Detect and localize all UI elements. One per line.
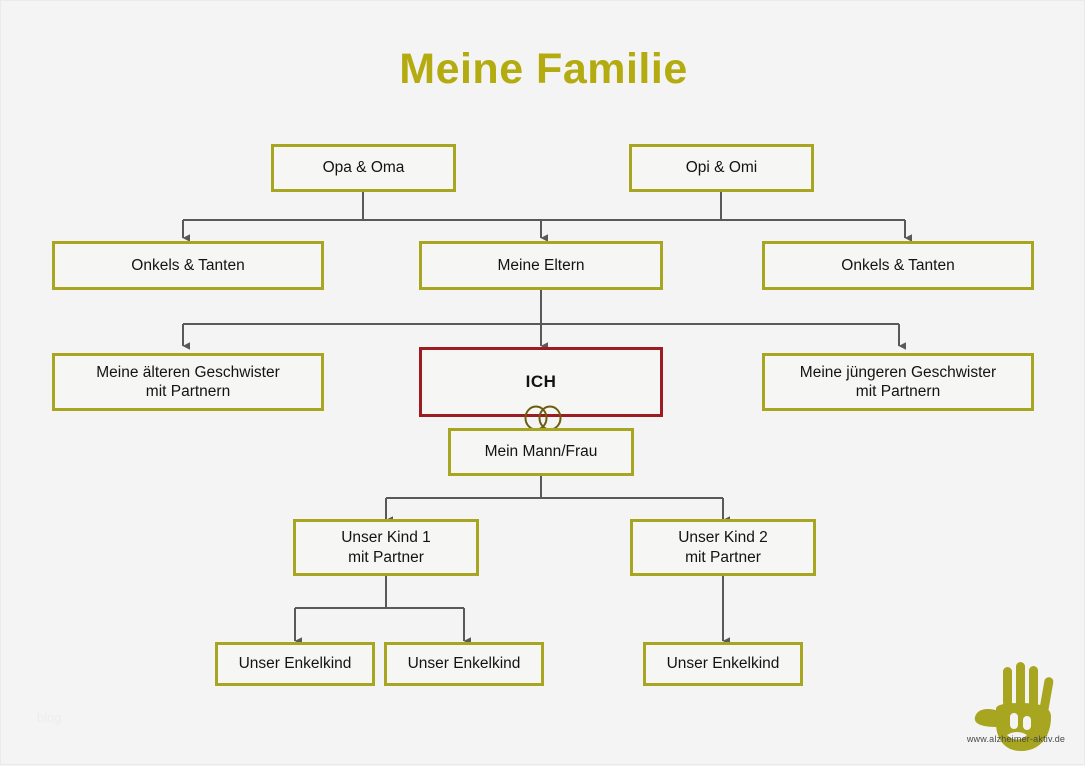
node-label: Unser Kind 1 mit Partner <box>335 528 437 567</box>
node-label: ICH <box>525 372 557 392</box>
node-label-line2: mit Partnern <box>855 383 941 400</box>
node-label-line2: mit Partner <box>348 548 424 566</box>
node-label-line1: Unser Kind 1 <box>341 529 431 547</box>
node-label: Onkels & Tanten <box>131 256 245 274</box>
node-uncles-aunts-left[interactable]: Onkels & Tanten <box>52 241 324 290</box>
node-me[interactable]: ICH <box>419 347 663 417</box>
node-child-1[interactable]: Unser Kind 1 mit Partner <box>293 519 479 576</box>
node-label-line1: Meine jüngeren Geschwister <box>799 363 997 381</box>
node-label-line1: Meine älteren Geschwister <box>96 363 280 381</box>
node-grandparents-maternal[interactable]: Opi & Omi <box>629 144 814 192</box>
node-label: Opi & Omi <box>685 159 758 177</box>
node-child-2[interactable]: Unser Kind 2 mit Partner <box>630 519 816 576</box>
node-label: Unser Enkelkind <box>238 655 352 673</box>
node-older-siblings[interactable]: Meine älteren Geschwister mit Partnern <box>52 353 324 411</box>
page-title: Meine Familie <box>399 45 688 93</box>
node-grandparents-paternal[interactable]: Opa & Oma <box>271 144 456 192</box>
node-spouse[interactable]: Mein Mann/Frau <box>448 428 634 476</box>
node-parents[interactable]: Meine Eltern <box>419 241 663 290</box>
node-uncles-aunts-right[interactable]: Onkels & Tanten <box>762 241 1034 290</box>
node-label-line1: Unser Kind 2 <box>678 529 768 547</box>
node-label: Meine Eltern <box>497 256 585 274</box>
node-label-line2: mit Partner <box>685 548 761 566</box>
node-label: Mein Mann/Frau <box>484 443 598 461</box>
node-label: Unser Kind 2 mit Partner <box>672 528 774 567</box>
node-label: Unser Enkelkind <box>407 655 521 673</box>
node-label: Opa & Oma <box>322 159 405 177</box>
node-grandchild-3[interactable]: Unser Enkelkind <box>643 642 803 686</box>
website-url: www.alzheimer-aktiv.de <box>966 734 1066 744</box>
node-grandchild-2[interactable]: Unser Enkelkind <box>384 642 544 686</box>
node-label: Meine jüngeren Geschwister mit Partnern <box>794 363 1002 402</box>
node-label: Meine älteren Geschwister mit Partnern <box>90 363 286 402</box>
node-label: Unser Enkelkind <box>666 655 780 673</box>
handprint-logo-icon <box>974 662 1054 751</box>
node-grandchild-1[interactable]: Unser Enkelkind <box>215 642 375 686</box>
faint-watermark: blog <box>37 710 62 725</box>
node-label-line2: mit Partnern <box>145 383 231 400</box>
node-younger-siblings[interactable]: Meine jüngeren Geschwister mit Partnern <box>762 353 1034 411</box>
node-label: Onkels & Tanten <box>841 256 955 274</box>
